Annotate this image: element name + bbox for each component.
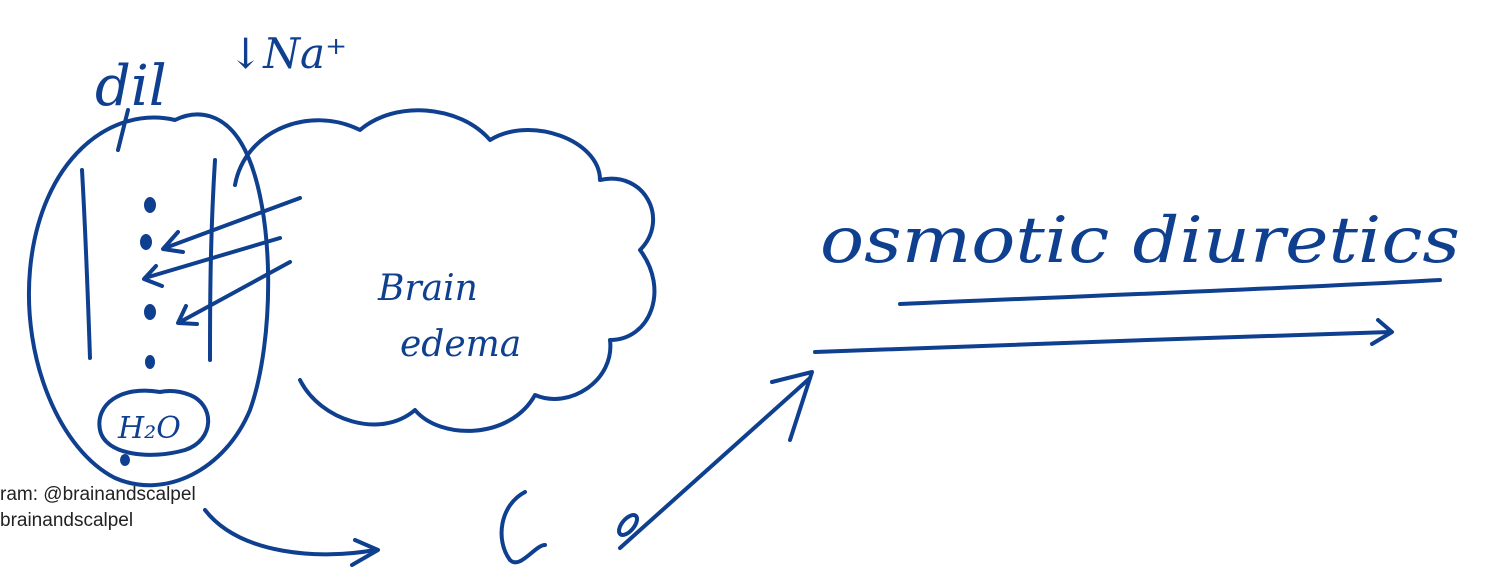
dil-label: dil [95, 54, 167, 119]
underline-2 [813, 330, 1392, 354]
arrow-shaft-2 [143, 236, 282, 280]
edema-label: edema [400, 324, 521, 365]
osmotic-diuretics-label: osmotic diuretics [820, 204, 1460, 278]
bottom-curved-arrow-head [350, 538, 380, 567]
water-label: H₂O [117, 411, 181, 446]
dot-2 [140, 234, 152, 250]
brain-edema-cloud [233, 108, 657, 433]
arrow-head-3 [176, 304, 199, 326]
brain-label: Brain [377, 268, 478, 309]
dot-4 [145, 355, 155, 369]
instagram-credit: ram: @brainandscalpel [0, 484, 196, 505]
diagonal-arrow-shaft [618, 376, 812, 550]
dilute-compartment-oval [27, 112, 271, 488]
underline-2-arrowhead [1370, 318, 1394, 346]
bottom-curved-arrow [203, 508, 377, 557]
diagonal-arrow-head [770, 370, 814, 442]
arrow-head-2 [142, 264, 164, 288]
right-vertical-line [208, 158, 217, 362]
top-diagonal-stroke [116, 108, 130, 152]
arrow-shaft-1 [163, 196, 302, 250]
underline-1 [898, 278, 1442, 306]
water-circle [97, 388, 211, 457]
left-vertical-line [80, 168, 92, 360]
arrow-head-1 [161, 230, 185, 254]
arrow-shaft-3 [178, 260, 292, 324]
sodium-label: ↓Na⁺ [228, 29, 347, 78]
dot-3 [144, 304, 156, 320]
diagonal-arrow-tail-dot [617, 513, 639, 537]
dot-1 [144, 197, 156, 213]
secondary-credit: brainandscalpel [0, 510, 134, 531]
dot-5 [120, 454, 130, 466]
c-mark [499, 490, 547, 565]
